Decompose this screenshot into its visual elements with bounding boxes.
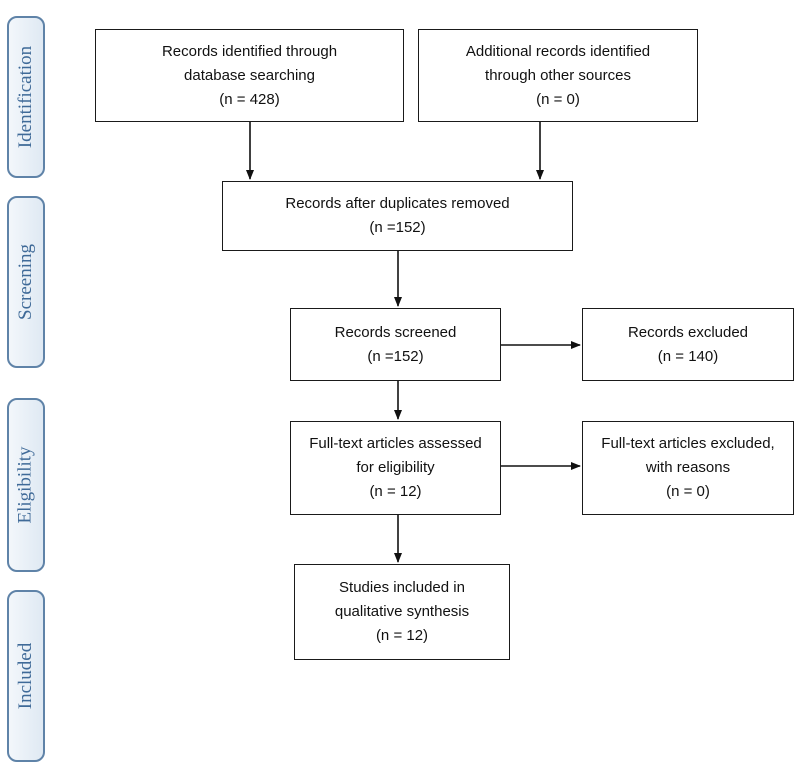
box-fulltext-assessed-line1: Full-text articles assessed	[309, 435, 482, 452]
box-other-sources-line3: (n = 0)	[536, 90, 580, 108]
box-fulltext-excluded-line2: with reasons	[645, 459, 731, 476]
phase-identification: Identification	[7, 16, 45, 178]
box-other-sources-line2: through other sources	[485, 66, 631, 84]
box-fulltext-excluded: Full-text articles excluded, with reason…	[582, 421, 794, 515]
box-duplicates-removed-line2: (n =152)	[369, 219, 426, 236]
box-database-records: Records identified through database sear…	[95, 29, 404, 122]
box-fulltext-assessed: Full-text articles assessed for eligibil…	[290, 421, 501, 515]
phase-eligibility: Eligibility	[7, 398, 45, 572]
box-duplicates-removed-line1: Records after duplicates removed	[285, 195, 510, 212]
box-records-screened-line1: Records screened	[334, 323, 457, 341]
box-other-sources-line1: Additional records identified	[465, 42, 651, 60]
box-records-screened-line2: (n =152)	[367, 347, 424, 365]
box-duplicates-removed: Records after duplicates removed (n =152…	[222, 181, 573, 251]
box-database-records-line1: Records identified through	[161, 42, 338, 60]
box-studies-included-line3: (n = 12)	[375, 627, 429, 644]
box-studies-included: Studies included in qualitative synthesi…	[294, 564, 510, 660]
box-records-excluded-line2: (n = 140)	[657, 347, 719, 365]
box-records-excluded-line1: Records excluded	[627, 323, 749, 341]
box-fulltext-assessed-line2: for eligibility	[356, 459, 435, 476]
box-database-records-line3: (n = 428)	[219, 90, 280, 108]
box-fulltext-excluded-line3: (n = 0)	[666, 483, 710, 500]
box-studies-included-line2: qualitative synthesis	[334, 603, 470, 620]
box-fulltext-excluded-line1: Full-text articles excluded,	[601, 435, 775, 452]
box-other-sources: Additional records identified through ot…	[418, 29, 698, 122]
phase-screening: Screening	[7, 196, 45, 368]
box-fulltext-assessed-line3: (n = 12)	[369, 483, 422, 500]
box-records-excluded: Records excluded (n = 140)	[582, 308, 794, 381]
phase-included: Included	[7, 590, 45, 762]
box-database-records-line2: database searching	[184, 66, 315, 84]
box-studies-included-line1: Studies included in	[339, 579, 465, 596]
box-records-screened: Records screened (n =152)	[290, 308, 501, 381]
